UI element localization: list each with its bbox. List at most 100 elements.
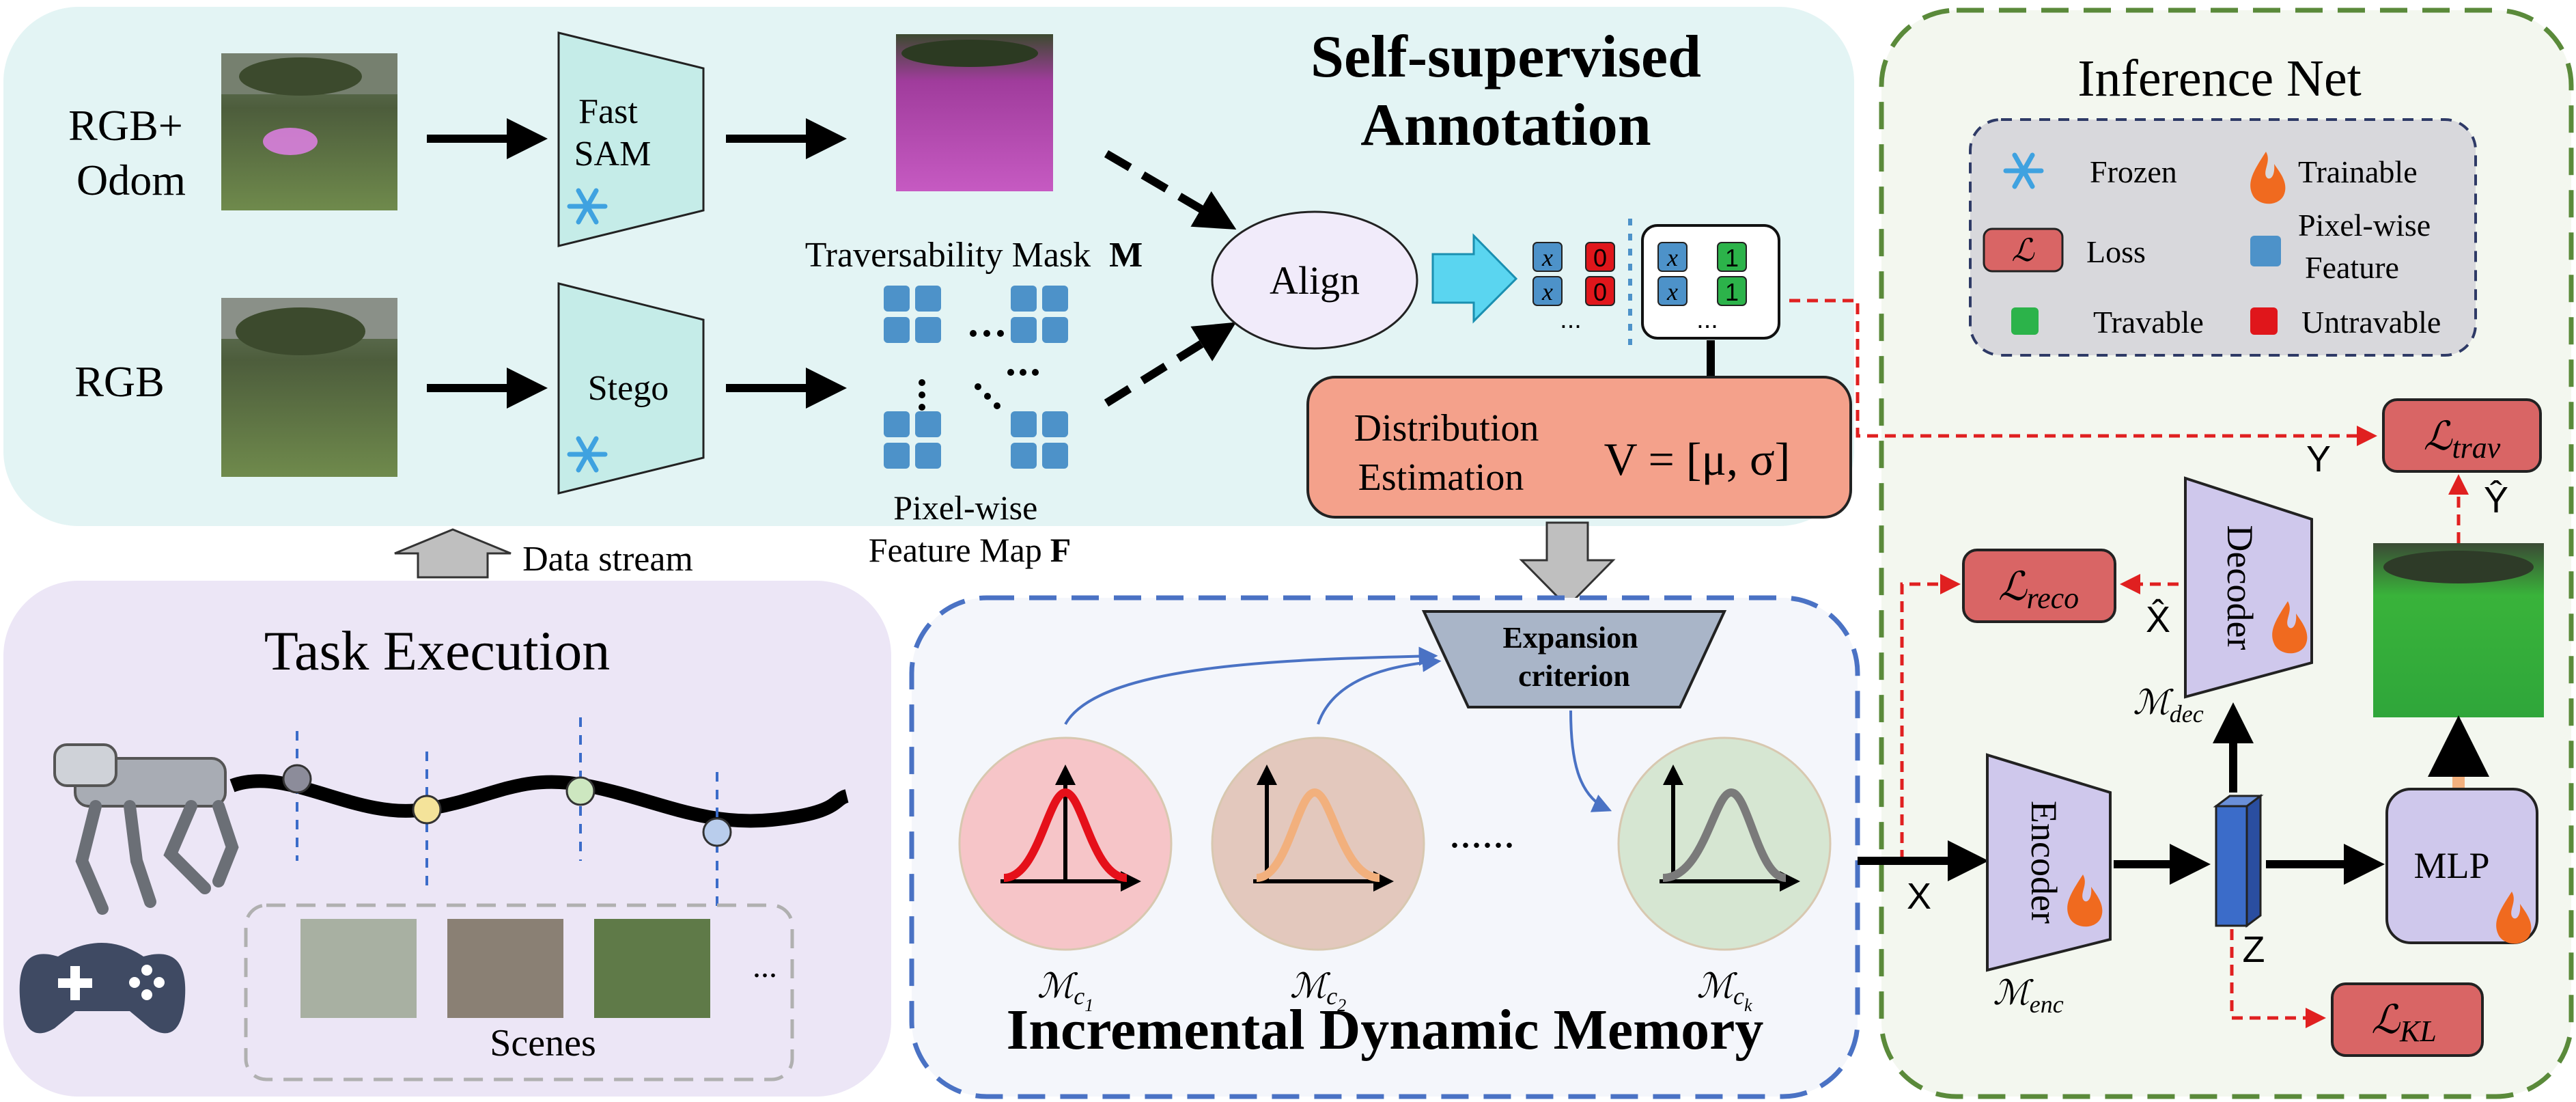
memory-cluster-sub: c	[1733, 982, 1744, 1010]
legend-frozen-label: Frozen	[2090, 154, 2177, 189]
legend-untravable-icon	[2250, 307, 2278, 335]
legend-feature-line1: Pixel-wise	[2298, 208, 2431, 243]
reco-loss-label: ℒreco	[1998, 564, 2079, 615]
pair-zero-1: 0	[1593, 244, 1607, 272]
legend-trainable-icon	[2250, 152, 2286, 204]
m-enc-sub: enc	[2030, 991, 2064, 1018]
feature-map-text: Feature Map	[869, 531, 1042, 569]
legend-frozen-icon	[2003, 152, 2044, 189]
expansion-criterion-block	[1421, 610, 1727, 708]
expansion-criterion-label: Expansion criterion	[1502, 621, 1645, 693]
traversability-mask-label: Traversability Mask M	[805, 236, 1143, 275]
distribution-formula: V = [μ, σ]	[1604, 433, 1791, 485]
reco-loss-sub: reco	[2027, 581, 2080, 615]
decoder-trainable-icon	[2272, 601, 2308, 654]
distribution-label-line2: Estimation	[1358, 456, 1524, 499]
traversability-mask-image	[896, 34, 1053, 191]
kl-loss-sub: KL	[2399, 1015, 2437, 1048]
trav-mask-symbol: M	[1109, 236, 1143, 275]
expansion-criterion-line2: criterion	[1518, 659, 1630, 693]
cluster2-to-criterion-arrow	[1317, 652, 1442, 725]
m-enc-label: ℳenc	[1993, 974, 2063, 1018]
annotation-title-line: Annotation	[1360, 92, 1651, 159]
legend-travable-label: Travable	[2093, 305, 2204, 340]
travable-pairs: x x 1 1 ...	[1657, 242, 1747, 334]
memory-cluster-sub: c	[1074, 982, 1084, 1010]
legend-feature-label: Pixel-wise Feature	[2298, 208, 2439, 285]
memory-cluster-label: ℳck	[1697, 967, 1752, 1015]
feature-map-label-line1: Pixel-wise	[893, 488, 1037, 527]
reco-loss-box	[1962, 549, 2116, 623]
memory-cluster-distribution	[1255, 788, 1380, 882]
memory-cluster-label: ℳc2	[1290, 967, 1346, 1015]
align-label: Align	[1270, 258, 1360, 303]
rgb-label: RGB	[74, 357, 165, 406]
trajectory-point-4	[702, 817, 732, 847]
distribution-label: Distribution Estimation	[1354, 407, 1549, 499]
fastsam-label: Fast SAM	[574, 92, 652, 174]
trav-loss-label: ℒtrav	[2424, 414, 2501, 465]
rgb-image	[221, 298, 397, 477]
inference-title: Inference Net	[2077, 50, 2362, 107]
x-to-reco-arrow	[1900, 574, 1961, 861]
legend-loss-symbol: ℒ	[2011, 233, 2034, 268]
fastsam-label-line2: SAM	[574, 135, 652, 174]
m-dec-sub: dec	[2170, 700, 2204, 728]
memory-cluster-distribution	[1662, 788, 1787, 882]
scenes-label: Scenes	[490, 1022, 596, 1064]
feature-map-symbol: F	[1050, 531, 1072, 569]
x-label: X	[1907, 876, 1931, 917]
pair-one-2: 1	[1725, 278, 1739, 306]
rgb-odom-label-line2: Odom	[76, 156, 186, 204]
memory-clusters: ℳc1 ℳc2 ℳck	[958, 736, 1832, 1015]
legend-loss-icon	[1983, 228, 2064, 273]
memory-cluster-distribution	[1003, 788, 1128, 882]
rgb-odom-label-line1: RGB+	[68, 101, 183, 150]
decoder-label: Decoder	[2220, 525, 2260, 650]
kl-loss-symbol: ℒ	[2371, 997, 2400, 1042]
y-hat-label: Ŷ	[2484, 480, 2508, 521]
dashed-arrow-features-to-align	[1104, 322, 1237, 407]
pair-zero-2: 0	[1593, 278, 1607, 306]
align-node	[1211, 210, 1418, 350]
untravable-pairs: x x 0 0 ...	[1532, 242, 1615, 334]
m-dec-label: ℳdec	[2133, 683, 2203, 728]
memory-dots: ......	[1449, 808, 1515, 857]
legend-trainable-label: Trainable	[2298, 154, 2418, 189]
feature-map-ellipsis	[919, 330, 1039, 411]
dashed-arrow-mask-to-align	[1104, 150, 1237, 230]
robot-dog-icon	[53, 743, 239, 915]
x-hat-label: X̂	[2146, 598, 2170, 640]
scene-image-3	[594, 919, 710, 1018]
kl-loss-label: ℒKL	[2371, 997, 2437, 1048]
encoder-label: Encoder	[2024, 801, 2064, 924]
m-dec-symbol: ℳ	[2133, 683, 2174, 721]
memory-cluster-sub: c	[1326, 982, 1337, 1010]
memory-cluster-label: ℳc1	[1037, 967, 1093, 1015]
trav-loss-box	[2382, 398, 2542, 473]
rgb-odom-image	[221, 53, 397, 210]
pair-ellipsis-right: ...	[1696, 305, 1718, 334]
memory-cluster-index: k	[1744, 995, 1752, 1015]
expansion-criterion-line1: Expansion	[1502, 621, 1638, 655]
trav-loss-symbol: ℒ	[2424, 414, 2453, 458]
scene-image-1	[300, 919, 417, 1018]
memory-cluster-circle	[1211, 736, 1425, 951]
legend-loss-label: Loss	[2086, 234, 2146, 269]
cluster1-to-criterion-arrow	[1064, 646, 1438, 725]
distribution-estimation-box	[1306, 376, 1852, 519]
pair-ellipsis-left: ...	[1560, 305, 1582, 334]
scene-image-2	[447, 919, 563, 1018]
pair-x-4: x	[1666, 278, 1678, 305]
distribution-label-line1: Distribution	[1354, 407, 1539, 450]
z-latent-side	[2245, 794, 2262, 928]
feature-map-grid	[884, 286, 1068, 469]
trajectory-point-1	[282, 764, 312, 794]
distribution-to-memory-arrow	[1519, 521, 1616, 609]
reco-loss-symbol: ℒ	[1998, 564, 2028, 609]
mlp-label: MLP	[2413, 845, 2489, 886]
